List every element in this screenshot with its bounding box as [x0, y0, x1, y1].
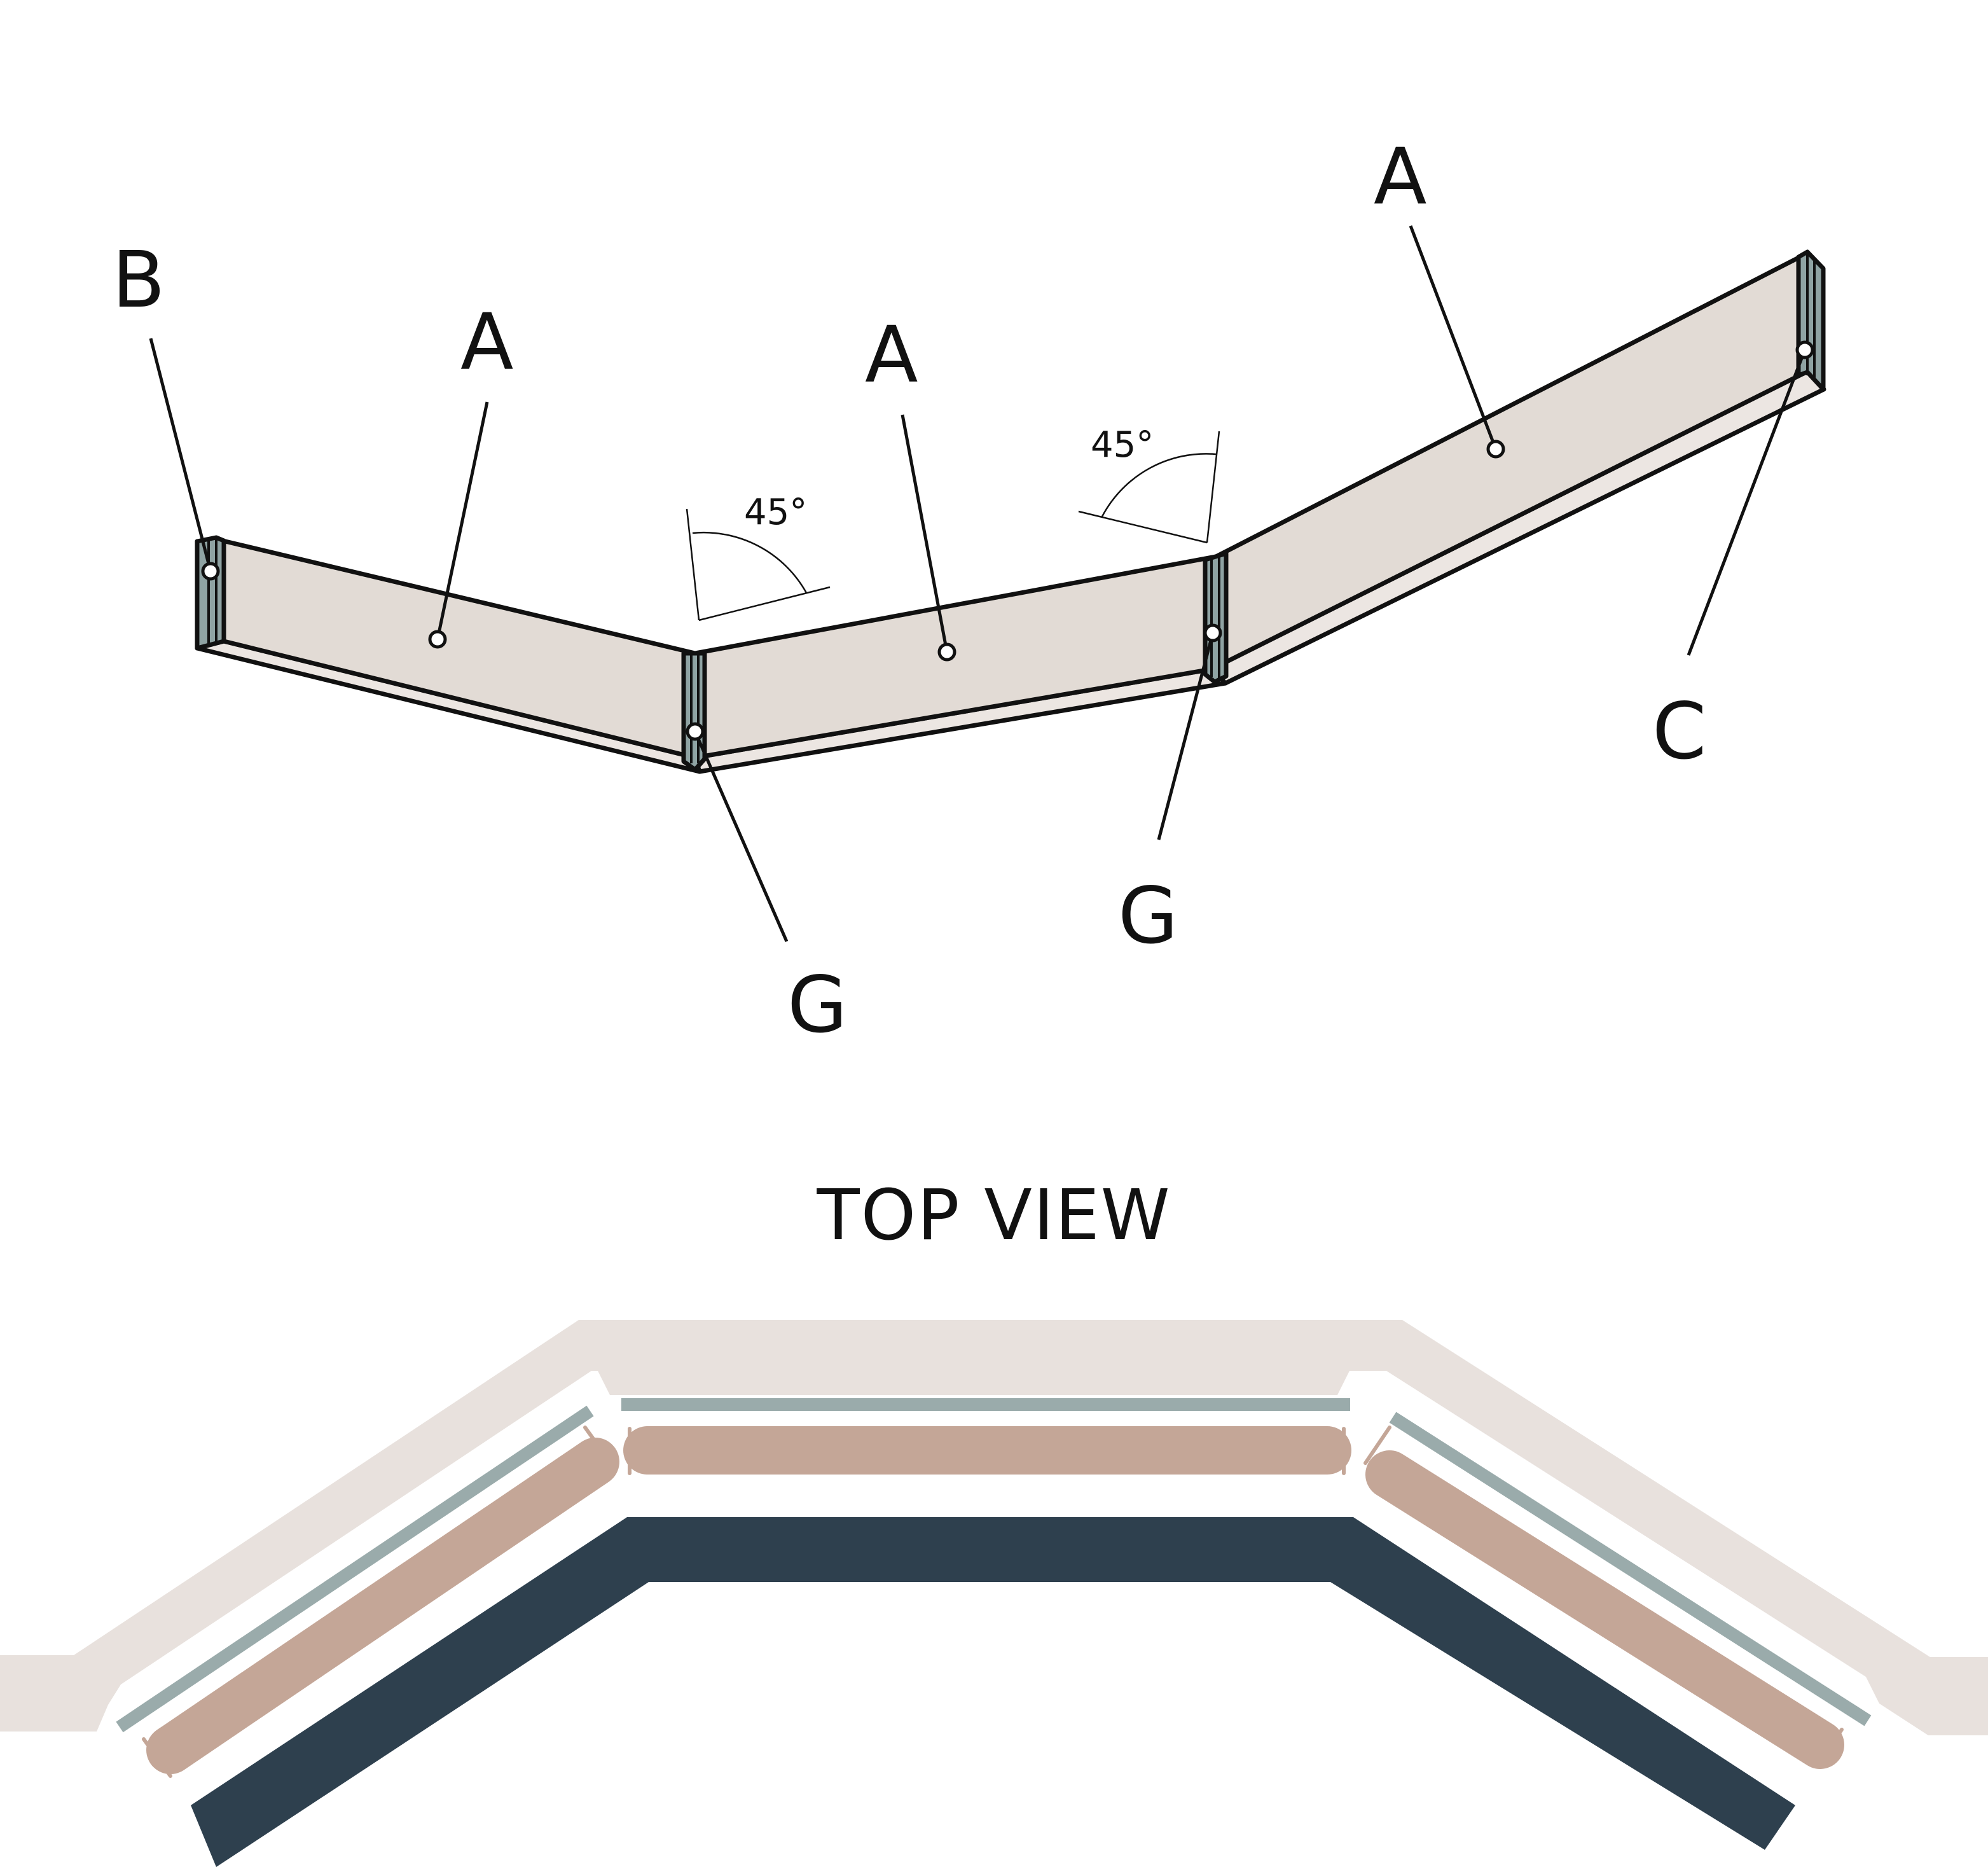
- dot-b: [201, 562, 220, 581]
- leader-a-left: [436, 401, 489, 640]
- dot-a-right: [1486, 440, 1505, 459]
- angle-label-left: 45°: [744, 492, 807, 533]
- angle-marker-left: 45°: [686, 492, 831, 621]
- label-a-right: A: [1374, 132, 1426, 222]
- panel-a-right: [1209, 251, 1810, 672]
- top-view: [0, 1320, 1988, 1867]
- cushion-right: [1365, 1450, 1844, 1769]
- leader-c: [1687, 349, 1807, 656]
- leader-a-right: [1409, 225, 1498, 450]
- rail-right: [1389, 1412, 1872, 1726]
- bracket-b: [195, 535, 226, 651]
- label-a-left: A: [460, 297, 513, 387]
- valance-isometric: 45° 45° B A: [112, 132, 1826, 1050]
- leader-g-right: [1157, 632, 1215, 840]
- label-g-right: G: [1118, 871, 1178, 961]
- cushion-left: [146, 1438, 619, 1774]
- bracket-g-left: [681, 651, 707, 772]
- rail-left: [116, 1405, 594, 1733]
- dot-a-left: [428, 630, 447, 649]
- leader-lines: [149, 225, 1807, 942]
- dot-c: [1795, 340, 1814, 359]
- dot-g-right: [1203, 623, 1222, 642]
- label-g-left: G: [787, 960, 848, 1050]
- dot-a-middle: [937, 642, 956, 662]
- angle-marker-right: 45°: [1078, 424, 1220, 544]
- callout-dots: [201, 340, 1814, 741]
- base-board-shape: [191, 1517, 1795, 1867]
- label-a-middle: A: [865, 310, 918, 400]
- leader-a-middle: [901, 414, 949, 653]
- leader-g-left: [693, 731, 789, 942]
- top-view-wall: [0, 1320, 1988, 1735]
- bracket-g-right: [1203, 551, 1229, 684]
- top-view-cushions: [142, 1426, 1844, 1778]
- top-view-rails: [116, 1398, 1872, 1733]
- bracket-c: [1796, 249, 1826, 392]
- dot-g-left: [686, 722, 705, 741]
- angle-label-right: 45°: [1091, 424, 1154, 466]
- leader-b: [149, 338, 212, 572]
- label-c: C: [1652, 686, 1706, 777]
- label-b: B: [112, 235, 165, 325]
- top-view-title: TOP VIEW: [816, 1174, 1171, 1256]
- panel-a-left: [220, 538, 698, 760]
